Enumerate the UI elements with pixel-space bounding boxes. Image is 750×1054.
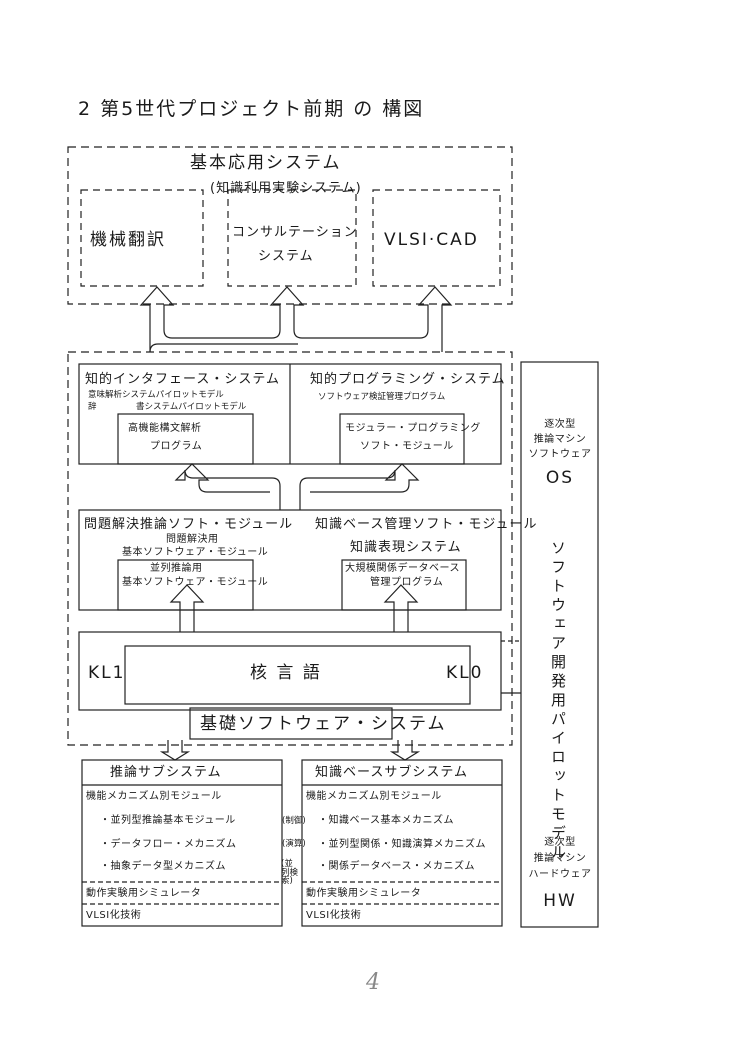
kernel-center-box [124, 645, 471, 705]
kl1-label: KL1 [88, 663, 126, 683]
inference-module-title: 機能メカニズム別モジュール [86, 791, 222, 802]
knowledge-item-1: ・知識ベース基本メカニズム [318, 815, 454, 826]
side-bottom-1: 逐次型 [544, 837, 576, 848]
interface-left-title: 知的インタフェース・システム [85, 372, 280, 387]
application-frame [67, 146, 513, 305]
problem-frame [78, 509, 502, 611]
interface-right-sub: ソフトウェア検証管理プログラム [318, 392, 446, 402]
interface-left-prefix: 辞 [88, 402, 97, 412]
problem-left-sub1: 問題解決用 [166, 534, 219, 545]
problem-left-sub2: 基本ソフトウェア・モジュール [122, 547, 269, 558]
side-top-1: 逐次型 [544, 419, 576, 430]
inference-vlsi: VLSI化技術 [86, 910, 142, 921]
parser-label-1: 高機能構文解析 [128, 423, 202, 434]
knowledge-item-2: ・並列型関係・知識演算メカニズム [318, 839, 486, 850]
inference-item-1: ・並列型推論基本モジュール [100, 815, 236, 826]
modular-label-2: ソフト・モジュール [360, 441, 454, 452]
parallel-search-label: (並列検索) [281, 859, 299, 886]
side-hw: HW [543, 891, 577, 911]
vlsi-cad-label: VLSI·CAD [384, 230, 479, 250]
parser-label-2: プログラム [150, 441, 203, 452]
software-frame [67, 351, 513, 746]
consultation-label: コンサルテーション [232, 225, 358, 240]
knowledge-vlsi: VLSI化技術 [306, 910, 362, 921]
database-label-1: 大規模関係データベース [345, 563, 460, 574]
machine-translation-frame [80, 189, 204, 287]
side-top-2: 推論マシン [533, 434, 587, 445]
side-os: OS [545, 468, 575, 488]
side-frame [520, 361, 599, 928]
side-top-3: ソフトウェア [528, 449, 592, 460]
knowledge-item-3: ・関係データベース・メカニズム [318, 861, 475, 872]
database-label-2: 管理プログラム [370, 577, 444, 588]
inference-frame [81, 759, 283, 927]
problem-left-title: 問題解決推論ソフト・モジュール [84, 517, 294, 532]
inference-item-3: ・抽象データ型メカニズム [100, 861, 226, 872]
parallel-box [117, 559, 254, 611]
kl0-label: KL0 [446, 663, 484, 683]
modular-box [339, 413, 465, 465]
side-bottom-3: ハードウェア [528, 869, 592, 880]
basic-software-label: 基礎ソフトウェア・システム [200, 714, 447, 734]
consultation-system-label: システム [258, 249, 314, 264]
operation-label: (演算) [282, 839, 306, 849]
inference-item-2: ・データフロー・メカニズム [100, 839, 237, 850]
parallel-label-1: 並列推論用 [150, 563, 203, 574]
control-label: (制御) [282, 816, 306, 826]
application-heading: 基本応用システム [190, 153, 342, 173]
inference-simulator: 動作実験用シミュレータ [86, 888, 202, 899]
modular-label-1: モジュラー・プログラミング [345, 423, 481, 434]
inference-title: 推論サブシステム [110, 765, 222, 780]
database-box [341, 559, 467, 611]
consultation-frame [227, 189, 357, 287]
problem-right-sub: 知識表現システム [350, 540, 462, 555]
machine-translation-label: 機械翻訳 [90, 230, 166, 250]
parallel-label-2: 基本ソフトウェア・モジュール [122, 577, 269, 588]
interface-left-sub2: 書システムパイロットモデル [136, 402, 247, 412]
side-vertical-text: ソフトウェア開発用パイロットモデル [549, 540, 567, 863]
knowledge-module-title: 機能メカニズム別モジュール [306, 791, 442, 802]
knowledge-frame [301, 759, 503, 927]
knowledge-title: 知識ベースサブシステム [315, 765, 468, 780]
problem-right-title: 知識ベース管理ソフト・モジュール [315, 517, 538, 532]
interface-left-sub1: 意味解析システムパイロットモデル [88, 390, 224, 400]
kernel-frame [78, 631, 502, 711]
application-subheading: (知識利用実験システム) [210, 181, 362, 196]
page-title: 2 第5世代プロジェクト前期 の 構図 [78, 98, 425, 120]
knowledge-simulator: 動作実験用シミュレータ [306, 888, 422, 899]
vlsi-cad-frame [372, 189, 501, 287]
page-number: 4 [366, 970, 380, 995]
basic-software-box [189, 707, 393, 740]
interface-right-title: 知的プログラミング・システム [310, 372, 506, 387]
parser-box [117, 413, 254, 465]
side-bottom-2: 推論マシン [533, 853, 587, 864]
kernel-label: 核 言 語 [250, 663, 322, 683]
